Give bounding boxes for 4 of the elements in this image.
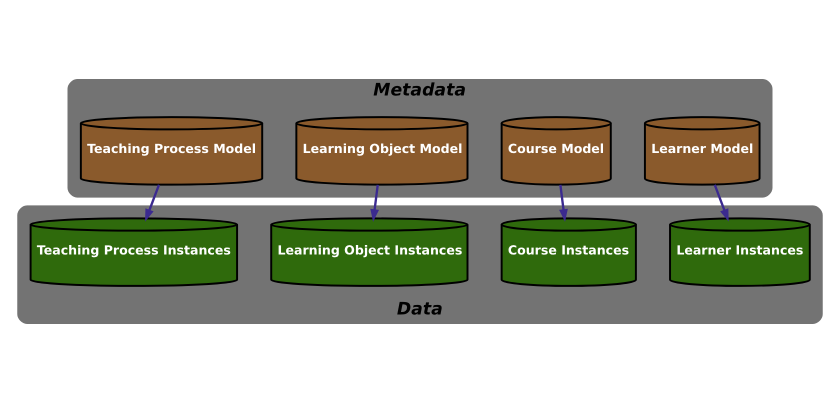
arrow [145,184,160,222]
arrow [714,184,729,222]
arrow [370,184,380,222]
arrow [559,184,568,222]
